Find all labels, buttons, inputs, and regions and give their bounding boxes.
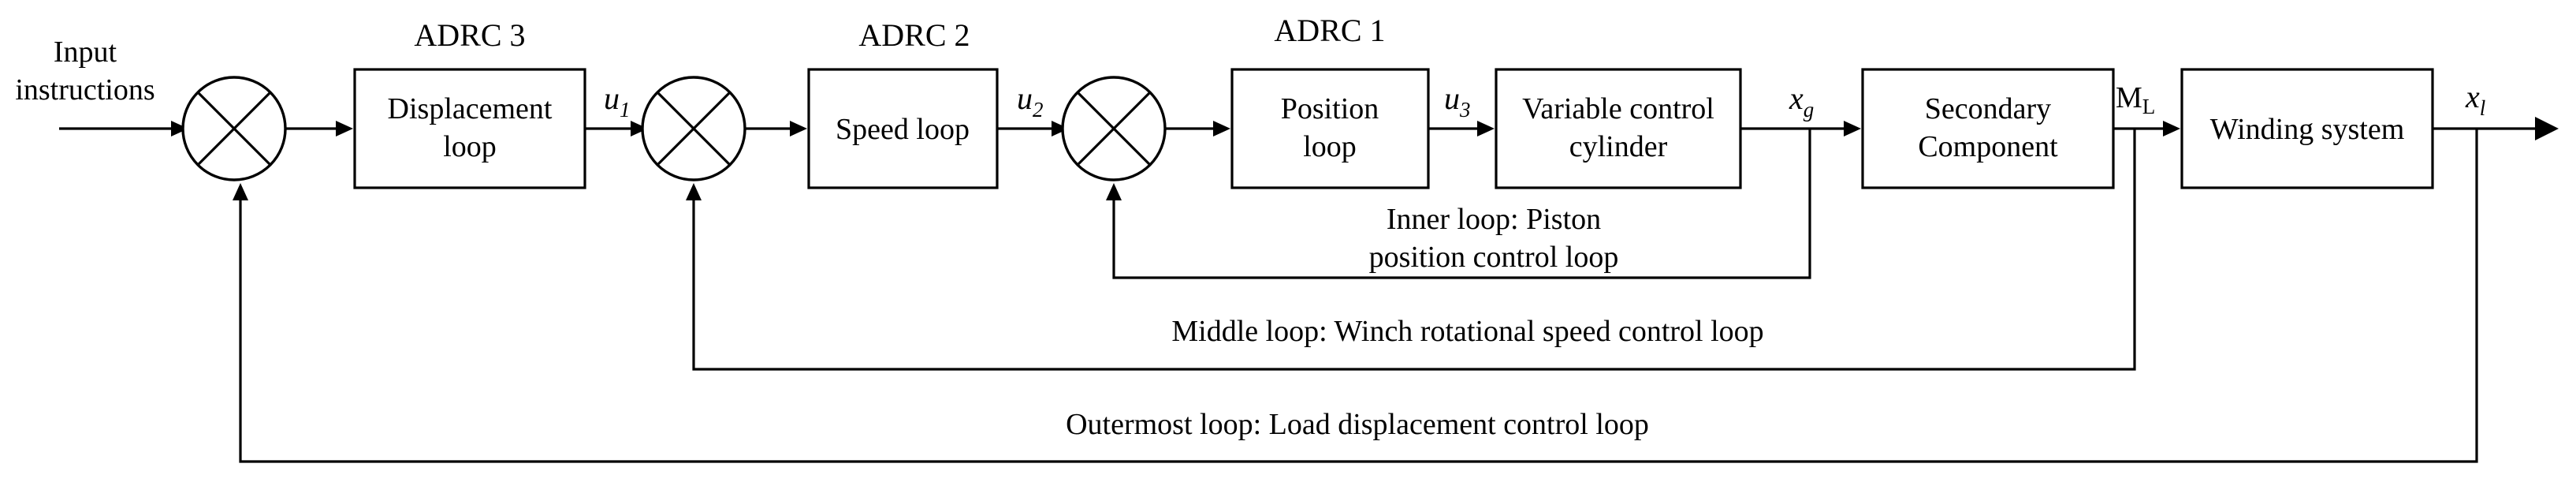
outer-feedback-arrowhead: [233, 183, 248, 200]
cylinder-arrowhead: [1477, 121, 1495, 136]
secondary-arrowhead: [1844, 121, 1861, 136]
position-arrowhead: [1213, 121, 1230, 136]
displacement-label-line2: loop: [443, 130, 497, 163]
winding-arrowhead: [2163, 121, 2180, 136]
inner-loop-caption-line2: position control loop: [1369, 241, 1619, 274]
winding-label: Winding system: [2210, 113, 2405, 146]
cylinder-label-line2: cylinder: [1569, 130, 1668, 163]
position-label-line2: loop: [1303, 130, 1357, 163]
winding-system-block: Winding system: [2180, 68, 2434, 189]
adrc3-title: ADRC 3: [414, 17, 525, 53]
input-label-line2: instructions: [15, 73, 154, 107]
signal-u3-label: u3: [1444, 80, 1471, 122]
sum2-arrowhead: [631, 121, 648, 136]
inner-loop-caption-line1: Inner loop: Piston: [1387, 203, 1601, 236]
adrc2-title: ADRC 2: [858, 17, 970, 53]
middle-loop-caption: Middle loop: Winch rotational speed cont…: [1171, 315, 1763, 348]
summing-junction-3: [181, 76, 287, 181]
speed-arrowhead: [790, 121, 807, 136]
displacement-loop-block: Displacement loop: [353, 68, 586, 189]
signal-ml-label: ML: [2116, 81, 2155, 118]
signal-u2-label: u2: [1017, 80, 1044, 122]
signal-xl-label: xl: [2465, 79, 2485, 120]
outer-feedback-wire: [239, 129, 2478, 463]
signal-xg-label: xg: [1789, 80, 1814, 122]
outer-loop-caption: Outermost loop: Load displacement contro…: [1066, 408, 1649, 441]
input-arrowhead: [171, 121, 188, 136]
signal-u1-label: u1: [604, 80, 631, 122]
input-label-line1: Input: [54, 36, 117, 69]
summing-junction-2: [641, 76, 746, 181]
sum1-arrowhead: [1052, 121, 1069, 136]
cylinder-label-line1: Variable control: [1522, 92, 1714, 125]
displacement-arrowhead: [336, 121, 353, 136]
position-loop-block: Position loop: [1230, 68, 1430, 189]
middle-feedback-arrowhead: [686, 183, 702, 200]
secondary-label-line1: Secondary: [1925, 92, 2051, 125]
secondary-label-line2: Component: [1918, 130, 2058, 163]
displacement-label-line1: Displacement: [388, 92, 553, 125]
adrc1-title: ADRC 1: [1274, 13, 1385, 48]
speed-label: Speed loop: [836, 113, 970, 146]
summing-junction-1: [1061, 76, 1167, 181]
middle-feedback-wire: [692, 129, 2136, 371]
secondary-component-block: Secondary Component: [1861, 68, 2115, 189]
speed-loop-block: Speed loop: [807, 68, 999, 189]
position-label-line1: Position: [1281, 92, 1379, 125]
inner-feedback-arrowhead: [1106, 183, 1122, 200]
variable-control-cylinder-block: Variable control cylinder: [1495, 68, 1742, 189]
output-arrowhead: [2535, 117, 2559, 140]
inner-feedback-wire: [1112, 129, 1811, 279]
signal-wires: [59, 127, 2538, 463]
arrowheads: [171, 117, 2559, 200]
